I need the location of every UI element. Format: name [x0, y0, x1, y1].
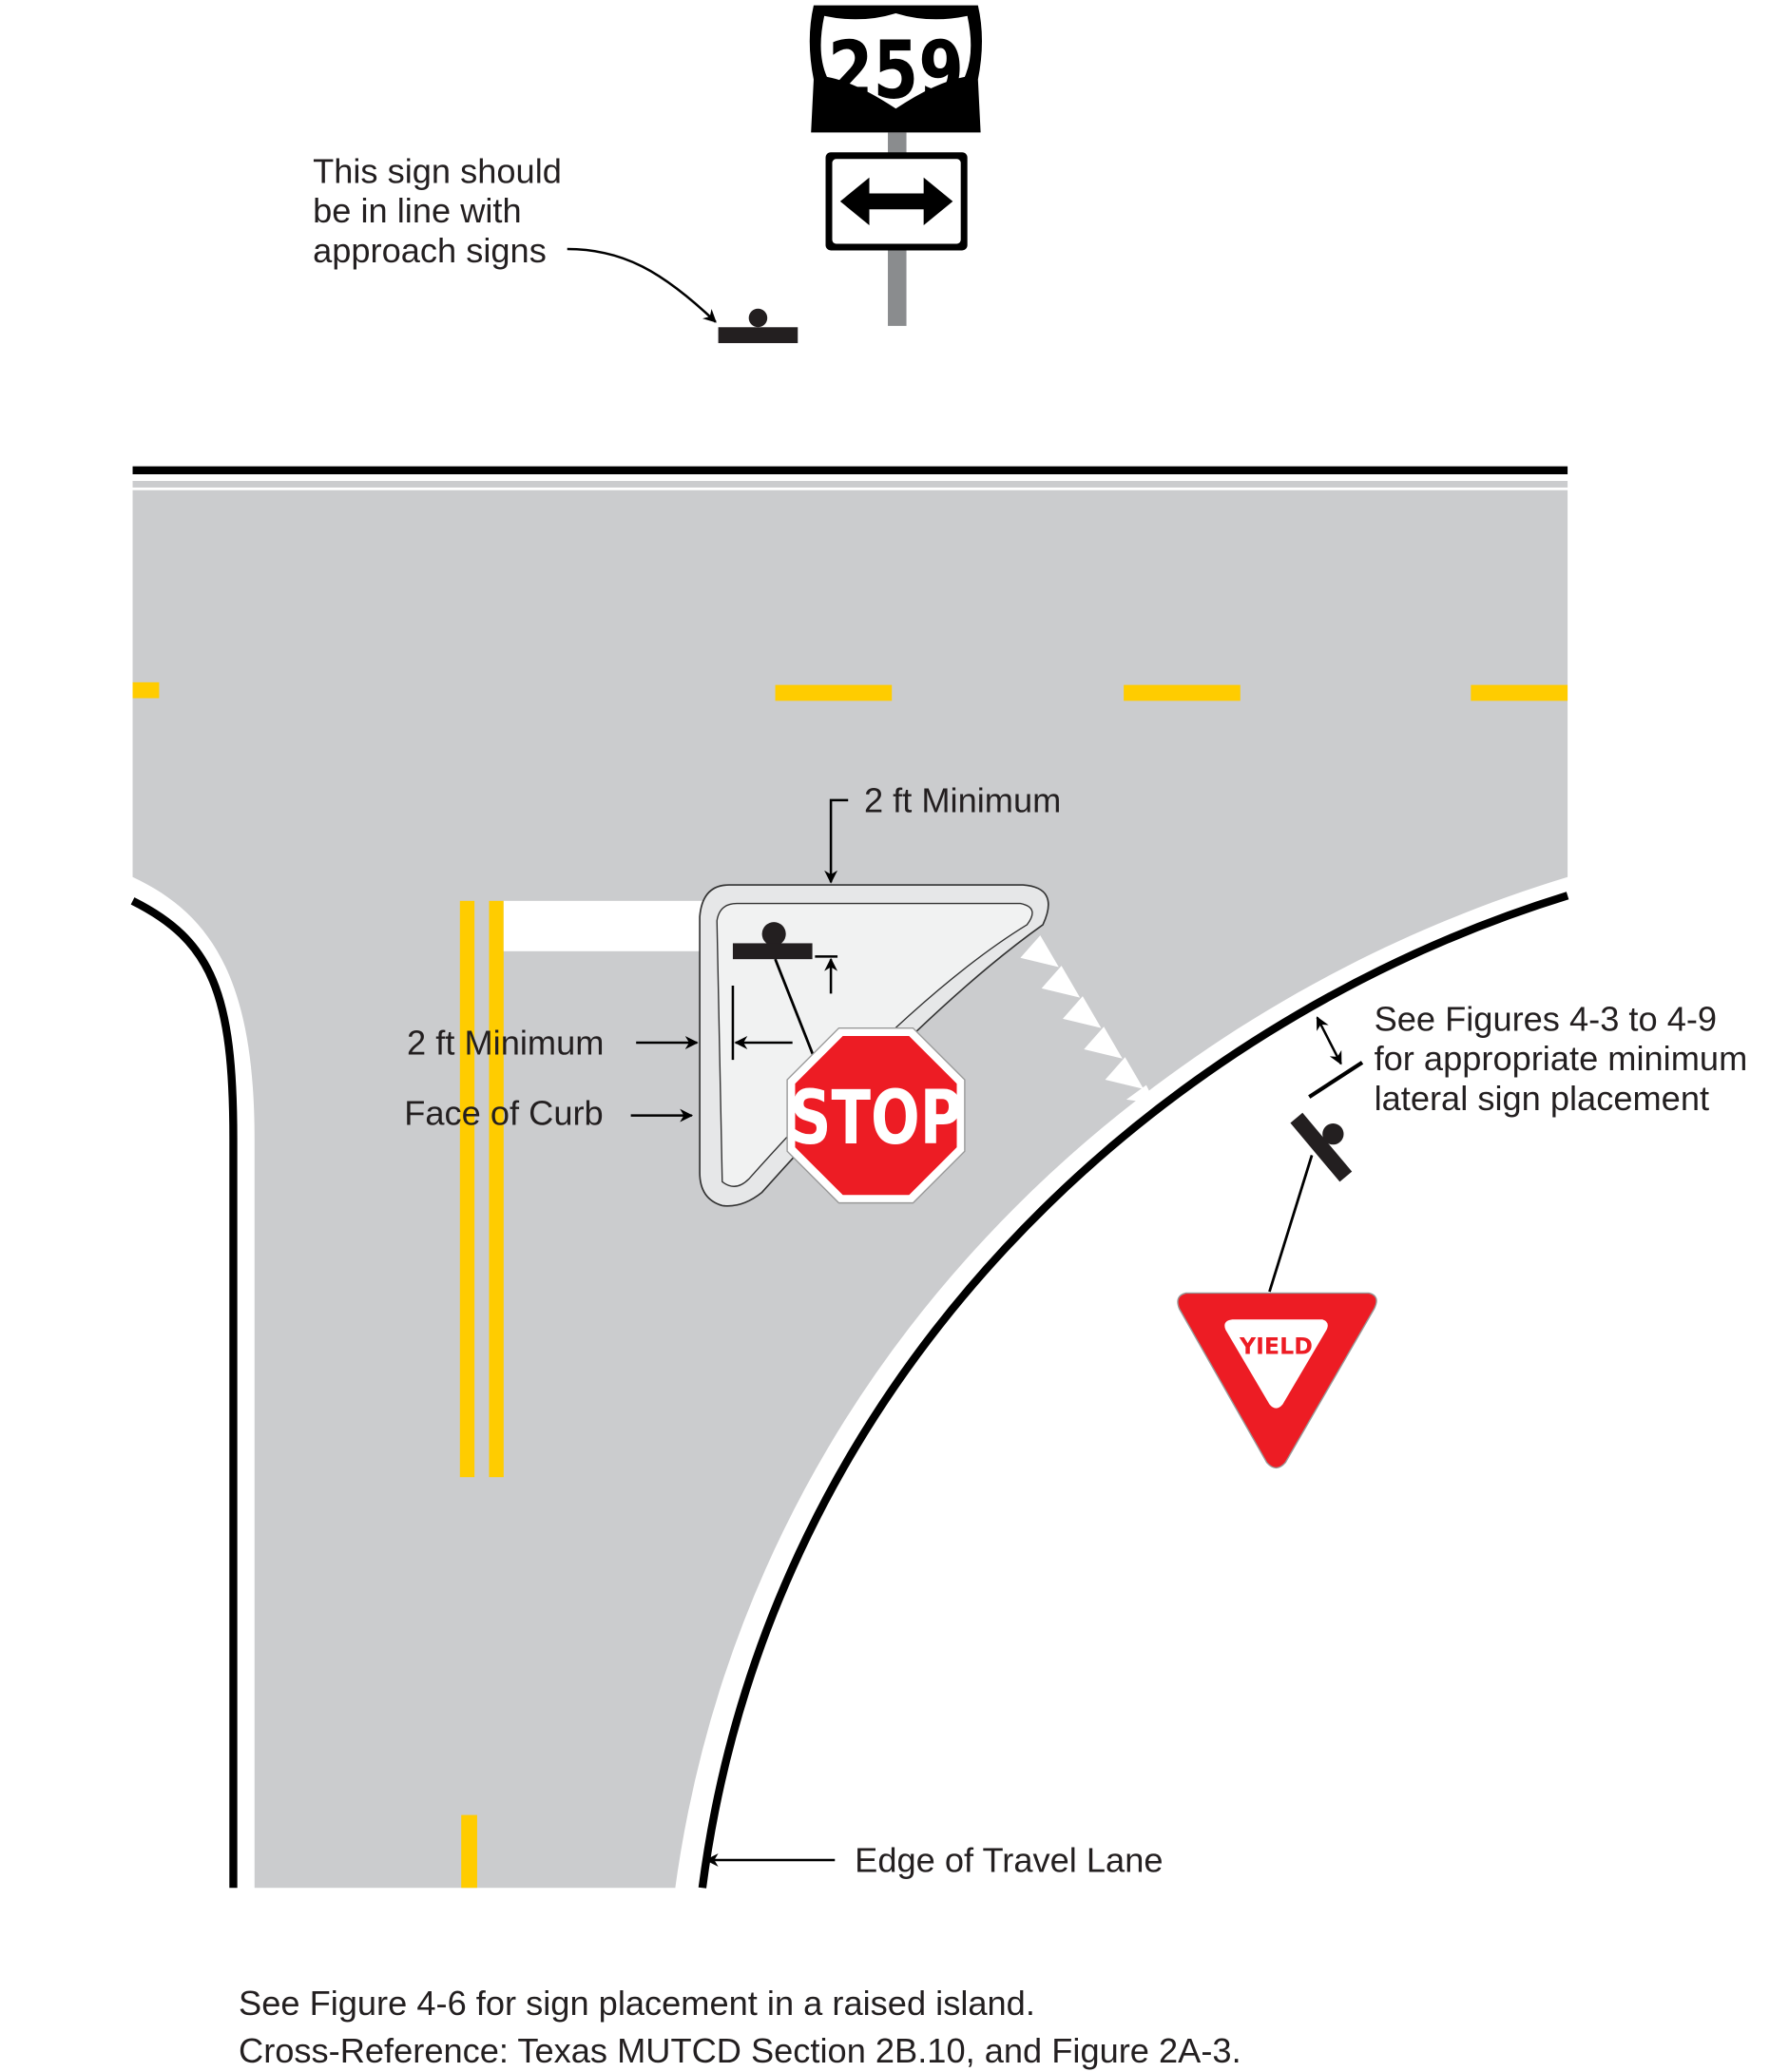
edge-of-travel-lane-label: Edge of Travel Lane	[855, 1841, 1163, 1880]
right-curb-line	[698, 892, 1569, 1889]
yield-sign-text: YIELD	[1239, 1333, 1313, 1360]
left-curb-line	[130, 897, 238, 1889]
island-sign-symbol	[732, 922, 817, 1061]
stop-sign-text: STOP	[790, 1074, 963, 1161]
stop-bar	[503, 900, 702, 951]
dimension-marks	[567, 247, 1364, 1867]
approach-sign-symbol	[718, 308, 798, 344]
see-figures-line2: for appropriate minimum	[1375, 1039, 1748, 1078]
face-of-curb-label: Face of Curb	[404, 1093, 603, 1132]
yellow-center-dashes	[132, 681, 1568, 1889]
approach-note-line1: This sign should	[313, 151, 562, 190]
footer-line1: See Figure 4-6 for sign placement in a r…	[239, 1984, 1035, 2023]
left-minimum-label: 2 ft Minimum	[407, 1024, 604, 1063]
double-arrow-icon	[839, 177, 953, 225]
yield-sign: YIELD	[1177, 1292, 1377, 1469]
approach-note-line2: be in line with	[313, 191, 522, 230]
approach-note-line3: approach signs	[313, 231, 547, 270]
yield-sign-symbol	[1268, 1112, 1353, 1293]
route-number: 259	[828, 26, 964, 118]
see-figures-line1: See Figures 4-3 to 4-9	[1375, 999, 1718, 1038]
route-259-assembly: 259	[809, 5, 982, 326]
yield-triangle-markings	[1020, 935, 1156, 1104]
right-edge-white	[674, 878, 1569, 1894]
top-minimum-label: 2 ft Minimum	[864, 780, 1061, 819]
stop-sign: STOP	[786, 1026, 966, 1204]
footer-line2: Cross-Reference: Texas MUTCD Section 2B.…	[239, 2031, 1241, 2070]
see-figures-line3: lateral sign placement	[1375, 1079, 1709, 1118]
top-edge-line	[132, 466, 1568, 475]
